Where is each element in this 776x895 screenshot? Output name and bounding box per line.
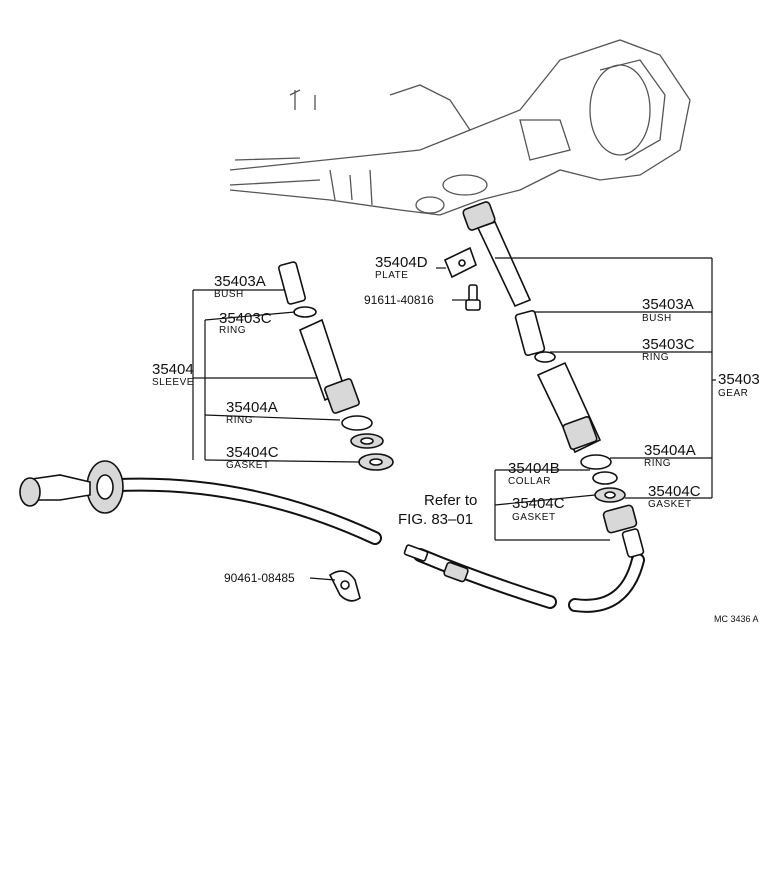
collar-part (592, 471, 618, 485)
svg-text:MC 3436 A: MC 3436 A (714, 614, 759, 624)
svg-text:BUSH: BUSH (214, 289, 244, 300)
label-91611-bolt: 91611-40816 (364, 293, 434, 307)
svg-text:91611-40816: 91611-40816 (364, 293, 434, 307)
label-35404A-right: 35404A RING (644, 442, 696, 469)
svg-text:GASKET: GASKET (512, 512, 556, 523)
label-35403A-left: 35403A BUSH (214, 273, 266, 300)
svg-text:35404C: 35404C (648, 483, 701, 500)
label-refer-to: Refer to FIG. 83–01 (398, 492, 477, 528)
svg-text:GASKET: GASKET (648, 499, 692, 510)
right-ring-a (580, 454, 612, 470)
label-35404D-plate: 35404D PLATE (375, 254, 428, 281)
speedometer-cable (113, 477, 645, 613)
right-leaders (436, 257, 716, 541)
svg-text:90461-08485: 90461-08485 (224, 571, 295, 585)
svg-text:35404A: 35404A (226, 399, 278, 416)
svg-text:35404C: 35404C (512, 495, 565, 512)
sleeve-part (298, 318, 360, 414)
left-ring-a (341, 415, 373, 431)
svg-text:GEAR: GEAR (718, 388, 748, 399)
right-sleeve-part (536, 361, 602, 454)
label-35404A-left: 35404A RING (226, 399, 278, 426)
label-35403-gear: 35403 GEAR (718, 371, 760, 399)
label-35404C-right-bottom: 35404C GASKET (512, 495, 565, 523)
svg-text:35403: 35403 (718, 371, 760, 388)
svg-text:BUSH: BUSH (642, 313, 672, 324)
svg-text:COLLAR: COLLAR (508, 476, 551, 487)
left-bush (278, 261, 306, 305)
cable-clip (328, 570, 361, 602)
svg-text:35404D: 35404D (375, 254, 428, 271)
svg-text:SLEEVE: SLEEVE (152, 377, 194, 388)
right-ring-c (534, 351, 556, 363)
right-gasket (594, 487, 626, 503)
svg-text:35403A: 35403A (642, 296, 694, 313)
label-35403C-left: 35403C RING (219, 310, 272, 336)
driven-gear (462, 201, 532, 308)
transmission-housing-sketch (229, 39, 691, 216)
svg-text:35404A: 35404A (644, 442, 696, 459)
left-gasket (350, 433, 384, 449)
cable-grommet-end (19, 460, 124, 514)
svg-text:35403C: 35403C (219, 310, 272, 327)
svg-text:RING: RING (219, 325, 246, 336)
svg-text:RING: RING (642, 352, 669, 363)
svg-text:RING: RING (226, 415, 253, 426)
label-35404C-right: 35404C GASKET (648, 483, 701, 510)
right-bush (514, 310, 546, 356)
label-35403A-right: 35403A BUSH (642, 296, 694, 324)
svg-text:PLATE: PLATE (375, 270, 408, 281)
plate-part (443, 246, 477, 279)
left-ring-c (293, 306, 317, 318)
label-35403C-right: 35403C RING (642, 336, 695, 363)
svg-text:GASKET: GASKET (226, 460, 270, 471)
label-35404-sleeve: 35404 SLEEVE (152, 361, 194, 388)
svg-text:RING: RING (644, 458, 671, 469)
svg-text:Refer to: Refer to (424, 492, 477, 509)
bolt-part (465, 284, 481, 311)
left-gasket-2 (358, 453, 394, 471)
svg-text:35403A: 35403A (214, 273, 266, 290)
svg-text:FIG. 83–01: FIG. 83–01 (398, 511, 473, 528)
label-90461-clip: 90461-08485 (224, 571, 295, 585)
svg-text:35404B: 35404B (508, 460, 560, 477)
figure-code: MC 3436 A (714, 614, 759, 624)
svg-text:35404C: 35404C (226, 444, 279, 461)
label-35404B-collar: 35404B COLLAR (508, 460, 560, 487)
svg-text:35403C: 35403C (642, 336, 695, 353)
left-leaders (192, 289, 361, 581)
svg-text:35404: 35404 (152, 361, 194, 378)
label-35404C-left: 35404C GASKET (226, 444, 279, 471)
